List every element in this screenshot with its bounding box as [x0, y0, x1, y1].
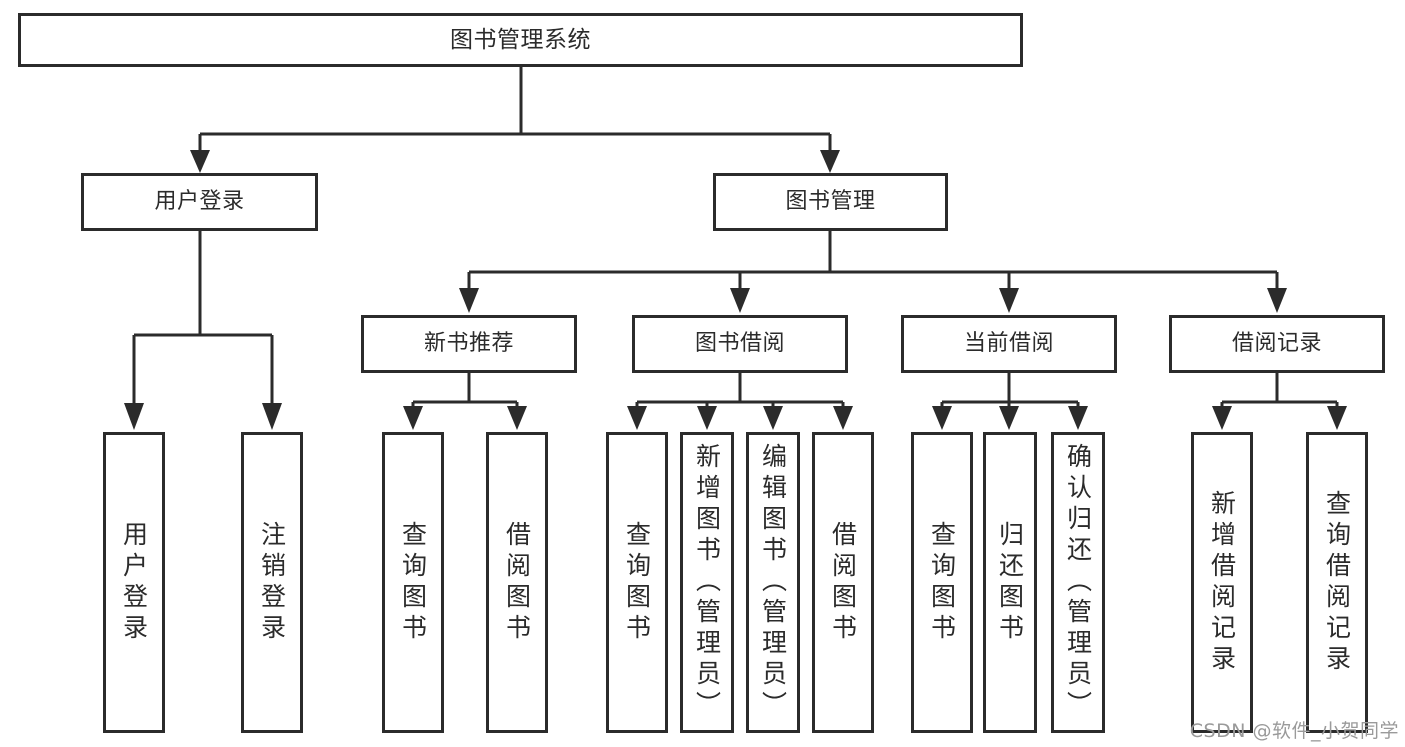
node-root-book-management-system[interactable]: 图书管理系统 [18, 13, 1023, 67]
node-book-borrow[interactable]: 图书借阅 [632, 315, 848, 373]
node-label: 查询图书 [622, 520, 652, 645]
node-leaf-add-borrow-record[interactable]: 新增借阅记录 [1191, 432, 1253, 733]
node-label: 查询图书 [927, 520, 957, 645]
node-leaf-return-book[interactable]: 归还图书 [983, 432, 1037, 733]
arrowhead-leaf-user-login [124, 403, 144, 430]
arrowhead-book-borrow [730, 288, 750, 313]
node-label: 查询图书 [398, 520, 428, 645]
arrowhead-currentborrow-leaf-2 [999, 406, 1019, 430]
node-label: 新书推荐 [423, 331, 514, 357]
arrowhead-bookborrow-leaf-2 [697, 406, 717, 430]
node-label: 确认归还（管理员） [1063, 443, 1093, 722]
node-label: 当前借阅 [963, 331, 1054, 357]
arrowhead-user-login [190, 150, 210, 173]
node-leaf-confirm-return-admin[interactable]: 确认归还（管理员） [1051, 432, 1105, 733]
arrowhead-bookborrow-leaf-1 [627, 406, 647, 430]
node-leaf-borrow-book-recommend[interactable]: 借阅图书 [486, 432, 548, 733]
arrowhead-newbook-leaf-2 [507, 406, 527, 430]
arrowhead-borrowrecord-leaf-2 [1327, 406, 1347, 430]
node-user-login[interactable]: 用户登录 [81, 173, 318, 231]
node-leaf-query-book-current[interactable]: 查询图书 [911, 432, 973, 733]
node-label: 借阅记录 [1231, 331, 1322, 357]
node-label: 借阅图书 [502, 520, 532, 645]
node-label: 用户登录 [119, 520, 149, 645]
node-leaf-edit-book-admin[interactable]: 编辑图书（管理员） [746, 432, 800, 733]
node-leaf-query-book-recommend[interactable]: 查询图书 [382, 432, 444, 733]
node-label: 用户登录 [154, 189, 245, 215]
arrowhead-leaf-logout [262, 403, 282, 430]
arrowhead-current-borrow [999, 288, 1019, 313]
node-label: 借阅图书 [828, 520, 858, 645]
arrowhead-book-mgmt [820, 150, 840, 173]
node-label: 图书管理 [785, 189, 876, 215]
node-current-borrow[interactable]: 当前借阅 [901, 315, 1117, 373]
node-leaf-add-book-admin[interactable]: 新增图书（管理员） [680, 432, 734, 733]
node-leaf-query-borrow-record[interactable]: 查询借阅记录 [1306, 432, 1368, 733]
watermark-text: CSDN @软件_小贺同学 [1189, 720, 1399, 742]
node-label: 新增借阅记录 [1207, 489, 1237, 676]
node-label: 注销登录 [257, 520, 287, 645]
arrowhead-currentborrow-leaf-3 [1068, 406, 1088, 430]
node-label: 编辑图书（管理员） [758, 443, 788, 722]
node-book-management[interactable]: 图书管理 [713, 173, 948, 231]
node-label: 图书管理系统 [450, 26, 591, 53]
node-label: 归还图书 [995, 520, 1025, 645]
node-new-book-recommend[interactable]: 新书推荐 [361, 315, 577, 373]
arrowhead-newbook-leaf-1 [403, 406, 423, 430]
node-label: 新增图书（管理员） [692, 443, 722, 722]
arrowhead-borrowrecord-leaf-1 [1212, 406, 1232, 430]
arrowhead-borrow-record [1267, 288, 1287, 313]
node-leaf-user-login[interactable]: 用户登录 [103, 432, 165, 733]
arrowhead-new-book [459, 288, 479, 313]
node-leaf-query-book-borrow[interactable]: 查询图书 [606, 432, 668, 733]
node-label: 查询借阅记录 [1322, 489, 1352, 676]
node-borrow-record[interactable]: 借阅记录 [1169, 315, 1385, 373]
arrowhead-bookborrow-leaf-3 [763, 406, 783, 430]
arrowhead-bookborrow-leaf-4 [833, 406, 853, 430]
arrowhead-currentborrow-leaf-1 [932, 406, 952, 430]
node-label: 图书借阅 [694, 331, 785, 357]
node-leaf-logout[interactable]: 注销登录 [241, 432, 303, 733]
node-leaf-borrow-book[interactable]: 借阅图书 [812, 432, 874, 733]
